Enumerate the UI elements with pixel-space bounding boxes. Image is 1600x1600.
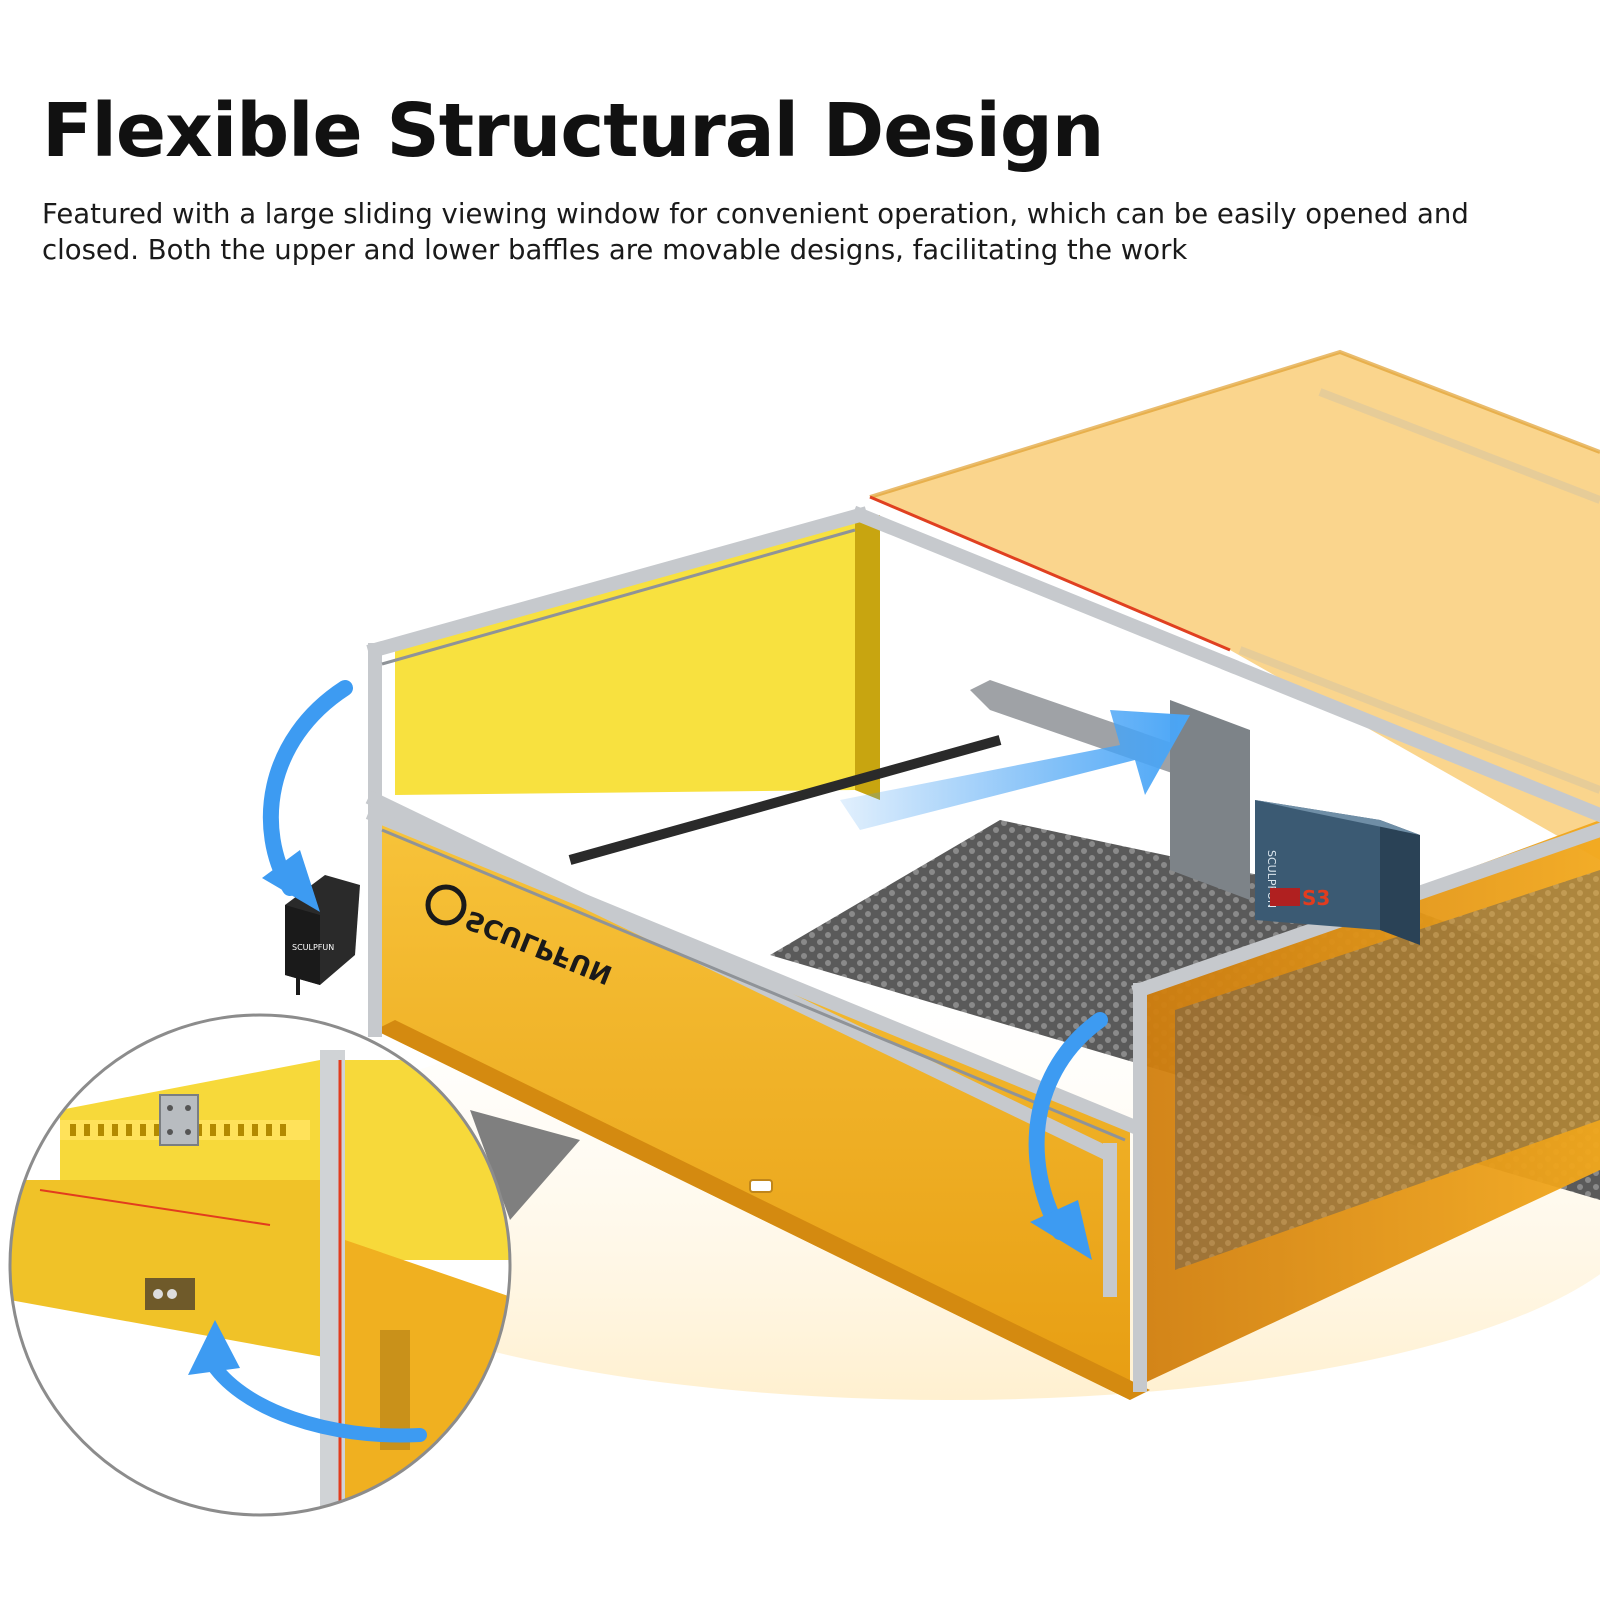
inset-border bbox=[8, 1013, 512, 1517]
top-cover-panel bbox=[870, 352, 1600, 860]
enclosure-svg: SCULPFUN S3 SCULPFUN SCULPFUN bbox=[8, 349, 1600, 1517]
cover-edge-red bbox=[869, 495, 1231, 652]
arrow-top-left bbox=[262, 680, 353, 896]
arrow-front-right-head bbox=[1030, 1200, 1092, 1260]
detail-inset bbox=[8, 1013, 512, 1517]
inset-pointer bbox=[470, 1110, 580, 1220]
arrow-top-left-head bbox=[262, 850, 320, 912]
arrow-inset-head bbox=[188, 1320, 240, 1375]
description-line-2: closed. Both the upper and lower baffles… bbox=[42, 234, 1188, 266]
arrow-inset bbox=[203, 1353, 427, 1443]
front-amber-panel bbox=[375, 820, 1130, 1400]
product-illustration: SCULPFUN S3 SCULPFUN SCULPFUN bbox=[0, 300, 1600, 1600]
handle-slot bbox=[749, 1179, 773, 1193]
air-pump-module: SCULPFUN bbox=[285, 875, 360, 995]
arrow-center bbox=[840, 710, 1190, 830]
arrow-front-right bbox=[1028, 1012, 1108, 1240]
drag-chain bbox=[568, 735, 1002, 865]
left-window-glass bbox=[395, 520, 855, 795]
pump-logo-text: SCULPFUN bbox=[292, 943, 334, 952]
laser-module: SCULPFUN S3 bbox=[1255, 800, 1420, 945]
y-rail bbox=[1170, 700, 1250, 900]
description-line-1: Featured with a large sliding viewing wi… bbox=[42, 198, 1469, 230]
laser-model-mark: S3 bbox=[1302, 886, 1330, 910]
page-description: Featured with a large sliding viewing wi… bbox=[42, 196, 1562, 268]
page-title: Flexible Structural Design bbox=[42, 88, 1105, 174]
